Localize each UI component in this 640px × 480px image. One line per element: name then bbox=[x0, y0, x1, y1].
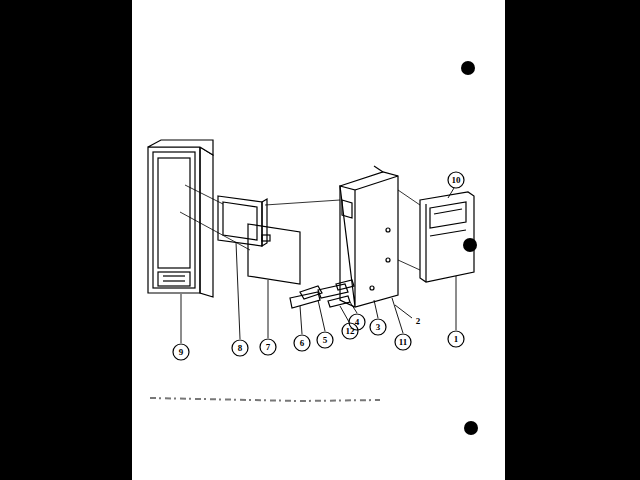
callout-number: 8 bbox=[238, 344, 243, 353]
callout-number: 7 bbox=[266, 343, 271, 352]
callout-number: 4 bbox=[355, 318, 360, 327]
callout-number: 9 bbox=[179, 348, 184, 357]
callout-number: 12 bbox=[346, 327, 355, 336]
callout-number: 6 bbox=[300, 339, 305, 348]
callout-number: 11 bbox=[399, 338, 408, 347]
callout-number: 1 bbox=[454, 335, 459, 344]
callout-number: 5 bbox=[323, 336, 328, 345]
callout-number: 10 bbox=[452, 176, 461, 185]
callout-number: 3 bbox=[376, 323, 381, 332]
callout-number: 2 bbox=[416, 317, 421, 326]
